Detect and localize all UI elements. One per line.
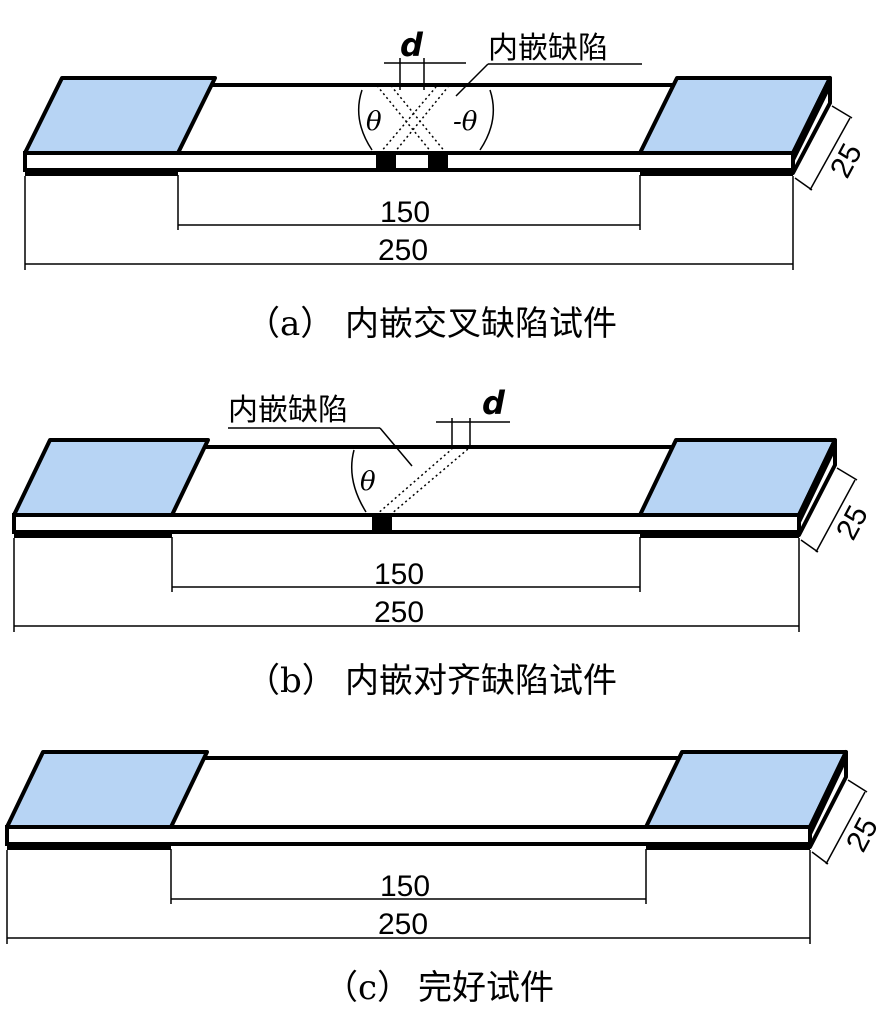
panel-c: 25 150 250 （c） 完好试件 — [5, 750, 885, 1008]
defect-leader — [455, 63, 489, 97]
right-tab-edge — [797, 438, 837, 524]
defect-line — [391, 86, 447, 154]
right-tab-edge — [791, 76, 832, 162]
neg-theta-label: -θ — [453, 107, 478, 137]
width-extension — [811, 851, 829, 865]
angle-arc-theta — [357, 89, 373, 151]
defect-block — [372, 515, 392, 532]
width-extension — [794, 177, 813, 191]
left-tab — [12, 438, 210, 517]
left-tab — [5, 750, 209, 829]
defect-label: 内嵌缺陷 — [488, 31, 608, 66]
width-dimension-line — [809, 117, 851, 191]
defect-block-left — [376, 153, 396, 170]
defect-line — [389, 448, 469, 516]
gauge-label: 150 — [380, 196, 430, 229]
defect-line — [393, 86, 449, 154]
angle-arc-theta — [351, 449, 367, 513]
total-label: 250 — [378, 908, 428, 941]
specimen-side-face — [23, 151, 795, 172]
width-label: 25 — [840, 812, 885, 857]
panel-a: θ -θ d 内嵌缺陷 25 150 250 （a） 内嵌交叉缺陷试件 — [23, 26, 869, 344]
width-extension — [836, 467, 858, 481]
panel-b: θ d 内嵌缺陷 25 150 250 （b） 内嵌对齐缺陷试件 — [12, 384, 875, 701]
angle-arc-neg-theta — [479, 89, 495, 151]
specimen-side-face — [5, 825, 812, 846]
total-label: 250 — [374, 596, 424, 629]
width-dimension-line — [825, 791, 866, 865]
caption-text: 内嵌交叉缺陷试件 — [345, 304, 617, 344]
theta-label: θ — [366, 107, 382, 137]
gauge-label: 150 — [374, 558, 424, 591]
d-label: d — [482, 384, 506, 422]
caption-tag: （c） — [324, 968, 411, 1008]
width-extension — [831, 105, 853, 119]
width-label: 25 — [830, 500, 875, 545]
width-dimension-line — [815, 479, 856, 553]
defect-line — [375, 448, 453, 516]
width-extension — [847, 779, 868, 793]
specimen-side-face — [12, 513, 801, 534]
gauge-label: 150 — [380, 870, 430, 903]
defect-leader — [379, 427, 413, 467]
width-label: 25 — [824, 138, 869, 183]
caption-text: 完好试件 — [418, 968, 554, 1008]
defect-label: 内嵌缺陷 — [228, 393, 348, 428]
defect-line — [377, 86, 433, 154]
d-label: d — [400, 26, 424, 64]
defect-block-right — [428, 153, 448, 170]
right-tab-edge — [808, 750, 848, 836]
theta-label: θ — [360, 467, 376, 497]
caption-tag: （b） — [246, 661, 336, 701]
caption-tag: （a） — [246, 304, 334, 344]
caption-text: 内嵌对齐缺陷试件 — [345, 661, 617, 701]
width-extension — [800, 539, 819, 553]
total-label: 250 — [378, 234, 428, 267]
